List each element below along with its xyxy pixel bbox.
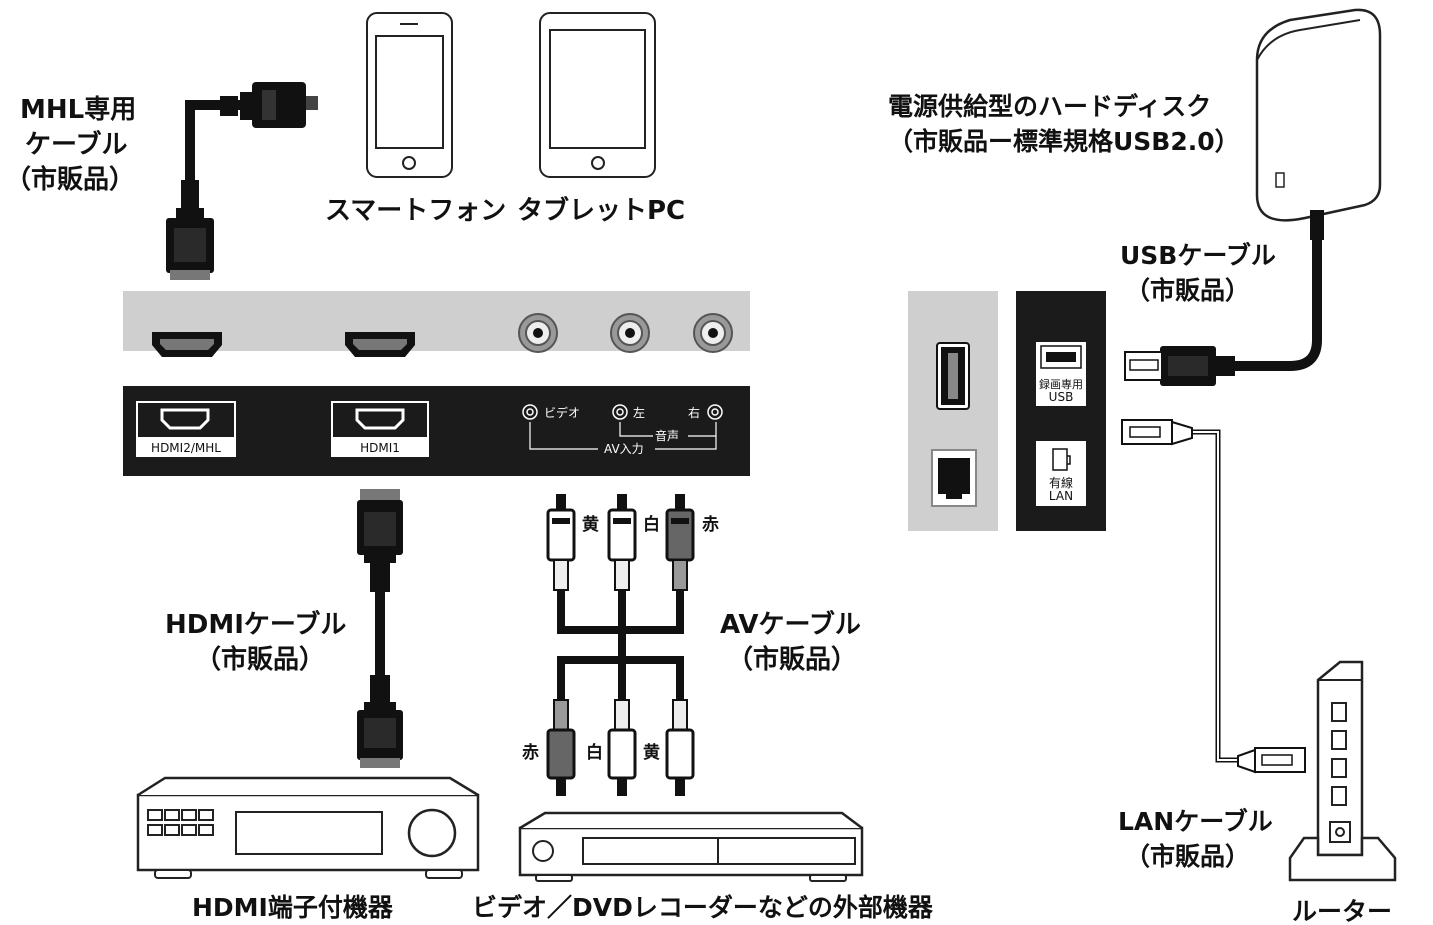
mhl-cable — [166, 82, 318, 280]
rec-usb-text-1: 録画専用 — [1039, 377, 1083, 391]
plug-top-red-label: 赤 — [702, 514, 719, 535]
av-plug-bottom-red — [546, 699, 576, 796]
av-plug-top-yellow — [546, 494, 576, 591]
hdmi-device-icon — [136, 776, 480, 879]
av-input-text: AV入力 — [604, 442, 644, 456]
av-cable-label-1: AVケーブル — [720, 609, 861, 640]
hdmi-cable-label-1: HDMIケーブル — [165, 609, 346, 640]
router-icon — [1288, 660, 1397, 882]
av-plug-bottom-yellow — [665, 699, 695, 796]
plug-top-yellow-label: 黄 — [582, 514, 599, 535]
audio-right-jack[interactable] — [693, 313, 733, 353]
audio-left-jack[interactable] — [610, 313, 650, 353]
lan-cable — [1121, 419, 1306, 774]
av-plug-bottom-white — [607, 699, 637, 796]
audio-text: 音声 — [655, 428, 679, 443]
tablet-label: タブレットPC — [517, 195, 685, 226]
left-text: 左 — [633, 405, 645, 420]
video-jack[interactable] — [518, 313, 558, 353]
lan-text-1: 有線 — [1049, 475, 1073, 490]
hdmi-cable — [357, 489, 403, 768]
lan-cable-label-1: LANケーブル — [1118, 807, 1273, 836]
plug-bottom-yellow-label: 黄 — [643, 742, 660, 763]
wired-lan-marking — [1036, 441, 1086, 506]
hdmi-device-label: HDMI端子付機器 — [192, 893, 394, 922]
hard-disk-icon — [1255, 8, 1382, 240]
smartphone-label: スマートフォン — [325, 196, 506, 226]
lan-port[interactable] — [931, 449, 977, 507]
lan-cable-label-2: （市販品） — [1125, 842, 1250, 871]
mhl-cable-label-1: MHL専用 — [20, 95, 136, 125]
usb-port[interactable] — [936, 342, 970, 410]
hdmi1-port[interactable] — [345, 332, 415, 357]
plug-top-white-label: 白 — [643, 514, 660, 535]
usb-cable — [1124, 240, 1322, 386]
video-device-label: ビデオ／DVDレコーダーなどの外部機器 — [472, 893, 934, 922]
mhl-cable-label-3: （市販品） — [5, 164, 135, 195]
lan-text-2: LAN — [1049, 489, 1073, 503]
av-plug-top-red — [665, 494, 695, 591]
hdmi-cable-label-2: （市販品） — [195, 644, 325, 675]
hdd-label-2: （市販品ー標準規格USB2.0） — [888, 127, 1240, 156]
right-text: 右 — [688, 405, 700, 420]
smartphone-icon — [366, 12, 453, 178]
plug-bottom-red-label: 赤 — [522, 742, 539, 763]
hdmi1-text: HDMI1 — [360, 441, 400, 455]
tablet-icon — [539, 12, 656, 178]
hdd-label-1: 電源供給型のハードディスク — [888, 92, 1211, 121]
hdmi1-terminal-label — [331, 401, 429, 457]
av-cable-label-2: （市販品） — [727, 644, 857, 675]
video-text: ビデオ — [544, 405, 580, 420]
dvd-recorder-icon — [518, 811, 864, 882]
mhl-cable-label-2: ケーブル — [25, 129, 127, 160]
hdmi2-port[interactable] — [152, 332, 222, 357]
hdmi2-mhl-terminal-label — [136, 401, 236, 457]
av-input-marking — [522, 404, 723, 450]
router-label: ルーター — [1292, 897, 1392, 925]
usb-cable-label-1: USBケーブル — [1120, 241, 1276, 270]
plug-bottom-white-label: 白 — [586, 742, 603, 763]
usb-cable-label-2: （市販品） — [1125, 276, 1250, 305]
av-cable — [546, 494, 695, 796]
rec-usb-marking — [1036, 342, 1086, 406]
hdmi2-mhl-text: HDMI2/MHL — [151, 441, 221, 455]
av-plug-top-white — [607, 494, 637, 591]
rec-usb-text-2: USB — [1049, 390, 1074, 404]
